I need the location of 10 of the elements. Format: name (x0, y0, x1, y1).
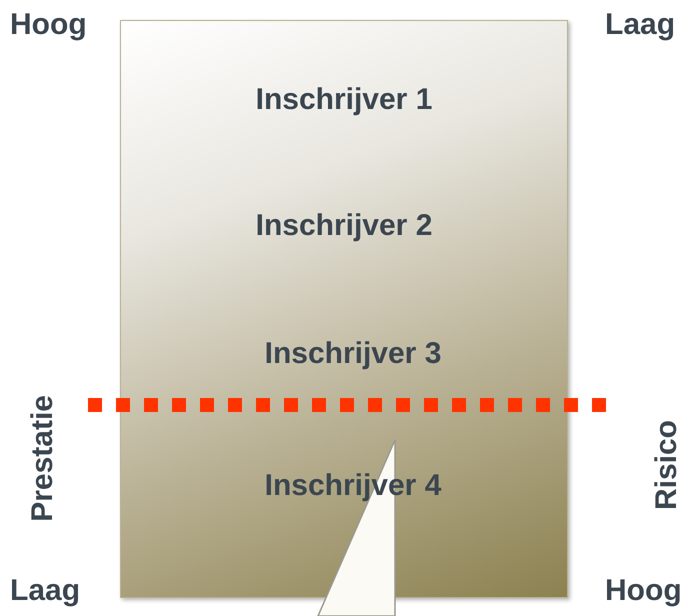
bidder-name: Inschrijver 3 (264, 337, 442, 371)
axis-title: Prestatie (26, 395, 60, 522)
scale-label: Laag (605, 8, 676, 42)
scale-label: Hoog (10, 8, 87, 42)
gradient-panel (120, 20, 568, 598)
bidder-name: Inschrijver 2 (256, 209, 432, 243)
bidder-name: Inschrijver 1 (256, 83, 432, 117)
scale-label: Laag (10, 574, 80, 608)
scale-label: Hoog (605, 574, 682, 608)
axis-title: Risico (650, 420, 684, 510)
